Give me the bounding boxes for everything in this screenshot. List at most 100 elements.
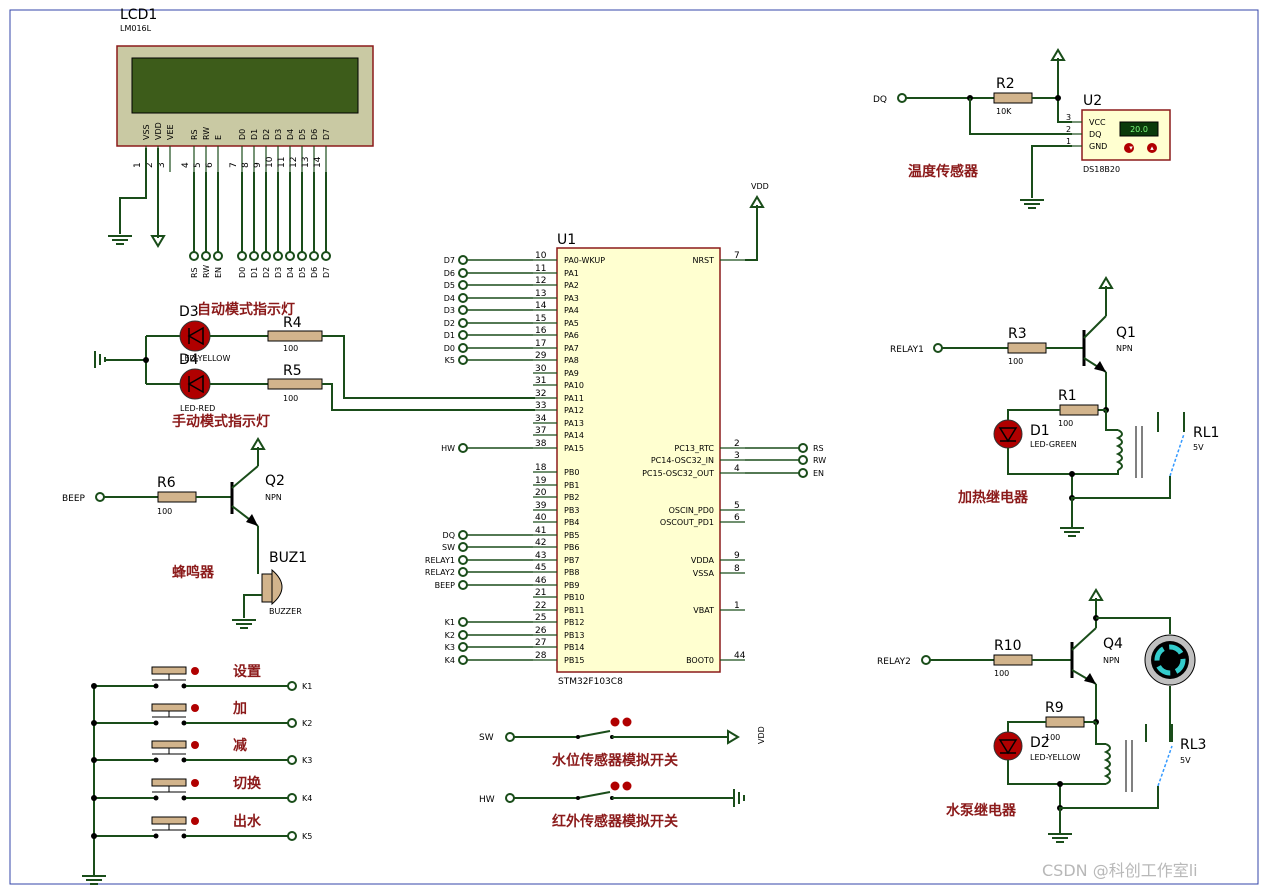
led-d1[interactable]	[993, 419, 1023, 449]
mcu-pin-number: 8	[734, 564, 740, 574]
pump-relay-section	[921, 588, 1196, 843]
mcu-pin-number: 25	[535, 613, 546, 623]
key-switch-K2[interactable]: K2加	[91, 701, 312, 728]
key-net-label: K3	[302, 756, 312, 765]
net-terminal-RELAY1[interactable]	[458, 555, 468, 565]
net-terminal-SW[interactable]	[458, 542, 468, 552]
net-terminal-K3[interactable]	[458, 642, 468, 652]
mcu-pin-number: 16	[535, 326, 547, 336]
key-caption: 出水	[233, 813, 262, 830]
r1-ref: R1	[1058, 388, 1077, 404]
key-terminal[interactable]	[287, 755, 297, 765]
lcd-terminal-D0[interactable]	[237, 251, 247, 261]
net-terminal-K4[interactable]	[458, 655, 468, 665]
lcd-terminal-D4[interactable]	[285, 251, 295, 261]
lcd-terminal-RS[interactable]	[189, 251, 199, 261]
mcu-chip[interactable]: U1 STM32F103C8 PA0-WKUP10D7PA111D6PA212D…	[425, 232, 826, 687]
r1-value: 100	[1058, 419, 1073, 428]
mcu-pin-label: PB4	[564, 518, 579, 527]
net-terminal-D6[interactable]	[458, 268, 468, 278]
mcu-pin-number: 11	[535, 264, 546, 274]
key-caption: 切换	[233, 775, 262, 792]
net-terminal-D7[interactable]	[458, 255, 468, 265]
net-terminal-RW[interactable]	[798, 455, 808, 465]
mcu-pin-number: 26	[535, 626, 547, 636]
key-net-label: K2	[302, 719, 312, 728]
net-terminal-D2[interactable]	[458, 318, 468, 328]
lcd-terminal-D5[interactable]	[297, 251, 307, 261]
d4-caption: 手动模式指示灯	[172, 413, 270, 430]
led-d2[interactable]	[993, 731, 1023, 761]
svg-text:▾: ▾	[1129, 144, 1133, 152]
r4-value: 100	[283, 344, 298, 353]
buzzer-buz1[interactable]	[261, 568, 283, 606]
power-arrow-nrst	[749, 195, 765, 208]
lcd-pin-name: D1	[250, 129, 259, 140]
net-terminal-K5[interactable]	[458, 355, 468, 365]
lcd-terminal-D3[interactable]	[273, 251, 283, 261]
led-d4[interactable]	[179, 368, 211, 400]
lcd-pin-num: 4	[181, 162, 191, 168]
lcd-pin-name: D2	[262, 129, 271, 140]
lcd-terminal-D2[interactable]	[261, 251, 271, 261]
mcu-pin-number: 33	[535, 401, 546, 411]
lcd-terminal-RW[interactable]	[201, 251, 211, 261]
u2-part: DS18B20	[1083, 165, 1120, 174]
key-terminal[interactable]	[287, 718, 297, 728]
r5-ref: R5	[283, 363, 302, 379]
net-terminal-RELAY2[interactable]	[458, 567, 468, 577]
ds18b20-chip[interactable]: ▾ ▴	[1081, 109, 1171, 161]
net-terminal-K1[interactable]	[458, 617, 468, 627]
lcd-terminal-D7[interactable]	[321, 251, 331, 261]
mcu-pin-label: OSCIN_PD0	[669, 506, 714, 515]
net-terminal-DQ[interactable]	[458, 530, 468, 540]
key-switch-K3[interactable]: K3减	[91, 737, 312, 765]
mcu-pin-number: 9	[734, 551, 740, 561]
net-terminal-EN[interactable]	[798, 468, 808, 478]
net-terminal-K2[interactable]	[458, 630, 468, 640]
lcd-module[interactable]: LCD1 LM016L VSS1VDD2VEE3RS4RW5E6D07D18D2…	[116, 7, 374, 172]
lcd-pin-num: 1	[133, 162, 143, 168]
net-terminal-BEEP[interactable]	[458, 580, 468, 590]
d1-part: LED-GREEN	[1030, 440, 1077, 449]
lcd-terminal-D1[interactable]	[249, 251, 259, 261]
wire-r5-pa12	[322, 383, 535, 411]
net-terminal-D1[interactable]	[458, 330, 468, 340]
pump-motor[interactable]	[1144, 634, 1196, 686]
mcu-pin-number: 32	[535, 389, 546, 399]
key-terminal[interactable]	[287, 793, 297, 803]
net-terminal-D4[interactable]	[458, 293, 468, 303]
net-label: K3	[445, 643, 455, 652]
mcu-pin-label: PB14	[564, 643, 585, 652]
net-terminal-D0[interactable]	[458, 343, 468, 353]
net-label: D4	[444, 294, 455, 303]
lcd-pin-name: E	[214, 135, 223, 140]
lcd-ref: LCD1	[120, 7, 157, 23]
key-terminal[interactable]	[287, 831, 297, 841]
mcu-pin-label: PA10	[564, 381, 584, 390]
nrst-vdd-label: VDD	[751, 182, 769, 191]
lcd-terminal-D6[interactable]	[309, 251, 319, 261]
rl1-ref: RL1	[1193, 425, 1219, 441]
mcu-pin-label: PB9	[564, 581, 579, 590]
lcd-pin-name: RW	[202, 127, 211, 140]
net-terminal-RS[interactable]	[798, 443, 808, 453]
net-label: K5	[445, 356, 455, 365]
lcd-pin-num: 14	[313, 156, 323, 168]
key-terminal[interactable]	[287, 681, 297, 691]
buz1-part: BUZZER	[269, 607, 302, 616]
led-d3[interactable]	[179, 320, 211, 352]
net-terminal-D5[interactable]	[458, 280, 468, 290]
mcu-pin-label: OSCOUT_PD1	[660, 518, 714, 527]
net-terminal-HW[interactable]	[458, 443, 468, 453]
water-switch[interactable]	[505, 717, 740, 745]
lcd-terminal-EN[interactable]	[213, 251, 223, 261]
lcd-terminal-label: D0	[238, 267, 247, 278]
net-terminal-D3[interactable]	[458, 305, 468, 315]
u2-pin-vcc: VCC	[1089, 118, 1106, 127]
ir-switch[interactable]	[505, 781, 745, 808]
